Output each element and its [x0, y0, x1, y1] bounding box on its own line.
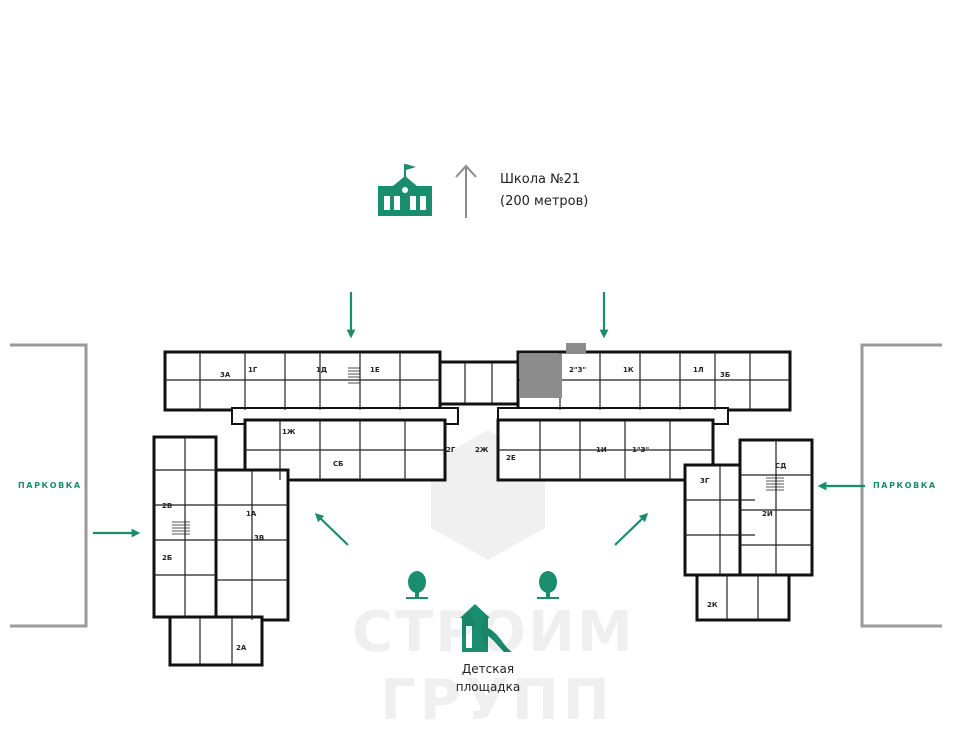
stairwells [172, 367, 784, 535]
school-distance: (200 метров) [500, 194, 589, 209]
unit-label: 2Е [506, 454, 516, 462]
unit-label: 2"З" [569, 366, 586, 374]
entrance-arrow-courtyard-left [314, 512, 349, 546]
unit-label: 1К [623, 366, 634, 374]
unit-label: 1"З" [632, 446, 649, 454]
unit-label: 2Б [162, 554, 172, 562]
arrow-up-icon [455, 164, 477, 218]
floor-plan-svg: 3А 1Г 1Д 1Е 2"З" 1К 1Л 3Б 1Ж СБ 2Г 2Ж 2Е… [10, 164, 942, 667]
school-building-icon [378, 164, 432, 216]
parking-label-right: ПАРКОВКА [873, 481, 937, 490]
parking-label-left: ПАРКОВКА [18, 481, 82, 490]
parking-bracket-left [10, 343, 88, 628]
school-name: Школа №21 [500, 172, 581, 187]
unit-label: 2Г [446, 446, 456, 454]
unit-label: 3В [254, 534, 264, 542]
unit-label: 3Б [720, 371, 730, 379]
unit-label: СБ [333, 460, 343, 468]
entrance-arrows [93, 292, 865, 546]
playground-icon [460, 604, 512, 652]
unit-label: СД [775, 462, 786, 470]
unit-label: 1Л [693, 366, 704, 374]
unit-label: 1А [246, 510, 257, 518]
selected-unit-highlight[interactable] [520, 354, 562, 398]
room-partitions [154, 352, 812, 665]
playground-label-line2: площадка [455, 680, 521, 694]
selected-unit-balcony [566, 343, 586, 353]
watermark-text: СТРОИМ [352, 600, 635, 665]
unit-label: 1Ж [282, 428, 296, 436]
unit-label: 1Г [248, 366, 258, 374]
tree-icon [537, 571, 559, 599]
tree-icon [406, 571, 428, 599]
unit-label: 2В [162, 502, 172, 510]
playground-label-line1: Детская [461, 662, 515, 676]
unit-label: 2И [762, 510, 773, 518]
unit-label: 2К [707, 601, 718, 609]
floor-plan-canvas: 3А 1Г 1Д 1Е 2"З" 1К 1Л 3Б 1Ж СБ 2Г 2Ж 2Е… [10, 164, 942, 667]
unit-label: 1И [596, 446, 607, 454]
unit-label: 1Д [316, 366, 327, 374]
unit-label: 3Г [700, 477, 710, 485]
unit-label: 3А [220, 371, 231, 379]
playground-label: Детская площадка [436, 660, 540, 696]
unit-label: 2Ж [475, 446, 489, 454]
entrance-arrow-courtyard-right [614, 512, 649, 546]
unit-label: 2А [236, 644, 247, 652]
unit-label: 1Е [370, 366, 380, 374]
unit-labels: 3А 1Г 1Д 1Е 2"З" 1К 1Л 3Б 1Ж СБ 2Г 2Ж 2Е… [162, 366, 786, 652]
